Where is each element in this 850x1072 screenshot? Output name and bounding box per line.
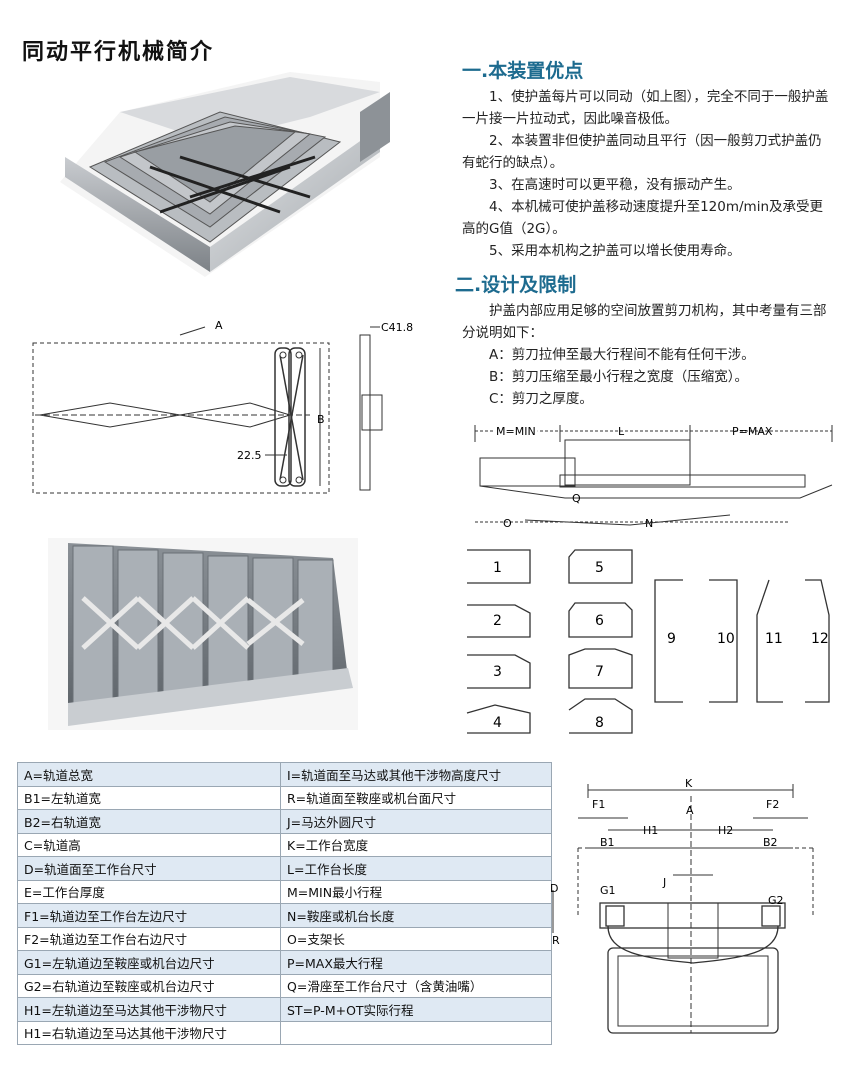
spec-table-cell: H1=右轨道边至马达其他干涉物尺寸 <box>17 1020 281 1045</box>
spec-table-cell <box>280 1020 552 1045</box>
dim-f2-label: F2 <box>766 798 779 811</box>
shape-label-11: 11 <box>765 631 783 647</box>
dim-c-label: C41.8 <box>381 321 413 334</box>
section1-body: 1、使护盖每片可以同动（如上图），完全不同于一般护盖一片接一片拉动式，因此噪音极… <box>462 86 834 262</box>
spec-table-cell: B2=右轨道宽 <box>17 809 281 834</box>
dim-b2-label: B2 <box>763 836 778 849</box>
dim-h1-label: H1 <box>643 824 658 837</box>
spec-table-cell: N=鞍座或机台长度 <box>280 903 552 928</box>
section2-item: A：剪刀拉伸至最大行程间不能有任何干涉。 <box>489 347 755 363</box>
shape-label-7: 7 <box>595 664 604 680</box>
shape-label-2: 2 <box>493 613 502 629</box>
dim-225-label: 22.5 <box>237 449 262 462</box>
spec-table-cell: F2=轨道边至工作台右边尺寸 <box>17 926 281 951</box>
dim-m-label: M=MIN <box>496 425 536 438</box>
spec-table-cell: C=轨道高 <box>17 832 281 857</box>
shape-label-5: 5 <box>595 560 604 576</box>
section2-item: B：剪刀压缩至最小行程之宽度（压缩宽）。 <box>489 369 749 385</box>
dim-b-label: B <box>317 413 325 426</box>
spec-table-cell: A=轨道总宽 <box>17 762 281 787</box>
shape-label-10: 10 <box>717 631 735 647</box>
section2-item: C：剪刀之厚度。 <box>489 391 593 407</box>
dim-g1-label: G1 <box>600 884 616 897</box>
spec-table-cell: I=轨道面至马达或其他干涉物高度尺寸 <box>280 762 552 787</box>
cover-photo-bottom <box>48 538 358 730</box>
shape-label-4: 4 <box>493 715 502 731</box>
svg-text:M=MIN: M=MIN <box>496 425 536 438</box>
dim-g2-label: G2 <box>768 894 784 907</box>
spec-table-cell: M=MIN最小行程 <box>280 879 552 904</box>
spec-table-cell: E=工作台厚度 <box>17 879 281 904</box>
spec-table-cell: L=工作台长度 <box>280 856 552 881</box>
spec-table-cell: D=轨道面至工作台尺寸 <box>17 856 281 881</box>
cover-photo-top <box>60 72 395 282</box>
scissor-diagram: A B 22.5 C41.8 <box>25 315 425 505</box>
shape-label-6: 6 <box>595 613 604 629</box>
shape-label-1: 1 <box>493 560 502 576</box>
dim-r-label: R <box>552 934 560 947</box>
dim-k-label: K <box>685 778 693 790</box>
dim-j-label: J <box>662 876 666 889</box>
section1-heading: 一.本装置优点 <box>462 60 584 82</box>
dim-b1-label: B1 <box>600 836 615 849</box>
dim-p-label: P=MAX <box>732 425 773 438</box>
section1-item: 3、在高速时可以更平稳，没有振动产生。 <box>489 177 741 193</box>
section1-item: 5、采用本机构之护盖可以增长使用寿命。 <box>489 243 741 259</box>
dim-d-label: D <box>550 882 558 895</box>
spec-table-cell: H1=左轨道边至马达其他干涉物尺寸 <box>17 997 281 1022</box>
spec-table-cell: P=MAX最大行程 <box>280 950 552 975</box>
spec-table-cell: G1=左轨道边至鞍座或机台边尺寸 <box>17 950 281 975</box>
dim-a-label: A <box>686 804 694 817</box>
spec-table-cell: B1=左轨道宽 <box>17 785 281 810</box>
spec-table-cell: Q=滑座至工作台尺寸（含黄油嘴） <box>280 973 552 998</box>
spec-table-cell: R=轨道面至鞍座或机台面尺寸 <box>280 785 552 810</box>
section-diagram: K F1 F2 A B1 H1 H2 B2 D J G1 G2 R <box>548 777 838 1048</box>
section2-heading: 二.设计及限制 <box>455 274 577 296</box>
spec-table-cell: K=工作台宽度 <box>280 832 552 857</box>
spec-table-row: H1=右轨道边至马达其他干涉物尺寸 <box>17 1020 552 1045</box>
spec-table-cell: ST=P-M+OT实际行程 <box>280 997 552 1022</box>
section2-intro: 护盖内部应用足够的空间放置剪刀机构，其中考量有三部分说明如下： <box>462 303 827 341</box>
spec-table-cell: J=马达外圆尺寸 <box>280 809 552 834</box>
shape-profiles: 1 2 3 4 5 6 7 8 9 10 11 12 <box>465 545 840 740</box>
dim-a-label: A <box>215 319 223 332</box>
spec-table-cell: F1=轨道边至工作台左边尺寸 <box>17 903 281 928</box>
dim-f1-label: F1 <box>592 798 605 811</box>
spec-table-cell: G2=右轨道边至鞍座或机台边尺寸 <box>17 973 281 998</box>
shape-label-3: 3 <box>493 664 502 680</box>
spec-table-cell: O=支架长 <box>280 926 552 951</box>
dim-o-label: O <box>503 517 512 530</box>
section1-item: 4、本机械可使护盖移动速度提升至120m/min及承受更高的G值（2G）。 <box>462 199 824 237</box>
dim-h2-label: H2 <box>718 824 733 837</box>
page-title: 同动平行机械简介 <box>22 40 215 65</box>
shape-label-8: 8 <box>595 715 604 731</box>
dim-q-label: Q <box>572 492 581 505</box>
shape-label-9: 9 <box>667 631 676 647</box>
travel-diagram: M=MIN M=MIN L P=MAX Q O N <box>470 420 840 535</box>
section1-item: 2、本装置非但使护盖同动且平行（因一般剪刀式护盖仍有蛇行的缺点）。 <box>462 133 822 171</box>
dim-l-label: L <box>618 425 625 438</box>
shape-label-12: 12 <box>811 631 829 647</box>
section1-item: 1、使护盖每片可以同动（如上图），完全不同于一般护盖一片接一片拉动式，因此噪音极… <box>462 89 829 127</box>
section2-body: 护盖内部应用足够的空间放置剪刀机构，其中考量有三部分说明如下： A：剪刀拉伸至最… <box>462 300 834 410</box>
